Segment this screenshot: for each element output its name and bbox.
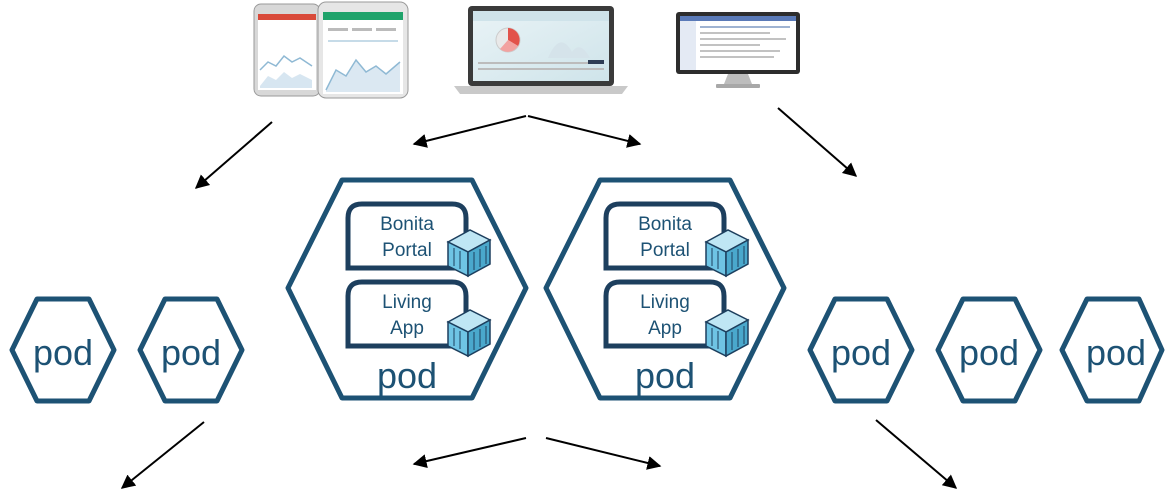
arrow-mid-down-left [412, 437, 527, 468]
pod-label: pod [377, 355, 437, 396]
small-pod: pod [935, 296, 1043, 404]
arrow-phones-to-left [194, 121, 273, 189]
container-label-line2: Portal [382, 240, 432, 261]
small-pod: pod [1059, 296, 1165, 404]
container-label-line1: Living [382, 292, 432, 313]
arrow-laptop-to-pod-1 [412, 115, 527, 148]
arrow-mid-down-right [545, 437, 662, 470]
container-cube-icon [446, 229, 492, 278]
desktop-monitor-icon [676, 12, 800, 88]
big-pod: Bonita Portal Living App pod [285, 177, 529, 401]
container-bonita-portal: Bonita Portal [345, 201, 492, 278]
container-label-line1: Bonita [638, 214, 692, 235]
container-label-line2: App [390, 318, 424, 339]
arrow-left-down [120, 421, 205, 489]
small-pod: pod [807, 296, 915, 404]
container-living-app: Living App [603, 279, 750, 358]
container-label-line2: Portal [640, 240, 690, 261]
container-cube-icon [704, 229, 750, 278]
phones-icon [253, 1, 409, 99]
pod-label: pod [1086, 332, 1146, 373]
arrow-laptop-to-pod-2 [527, 115, 642, 148]
container-living-app: Living App [345, 279, 492, 358]
laptop-icon [454, 6, 628, 94]
pod-label: pod [635, 355, 695, 396]
pod-label: pod [959, 332, 1019, 373]
pod-label: pod [161, 332, 221, 373]
container-cube-icon [704, 309, 750, 358]
small-pod: pod [9, 296, 117, 404]
container-bonita-portal: Bonita Portal [603, 201, 750, 278]
pod-label: pod [831, 332, 891, 373]
container-label-line2: App [648, 318, 682, 339]
container-cube-icon [446, 309, 492, 358]
small-pod: pod [137, 296, 245, 404]
big-pod: Bonita Portal Living App pod [543, 177, 787, 401]
arrows [120, 107, 958, 489]
arrow-desktop-to-right [777, 107, 858, 177]
container-label-line1: Bonita [380, 214, 434, 235]
arrow-right-down [875, 419, 958, 489]
pod-label: pod [33, 332, 93, 373]
container-label-line1: Living [640, 292, 690, 313]
